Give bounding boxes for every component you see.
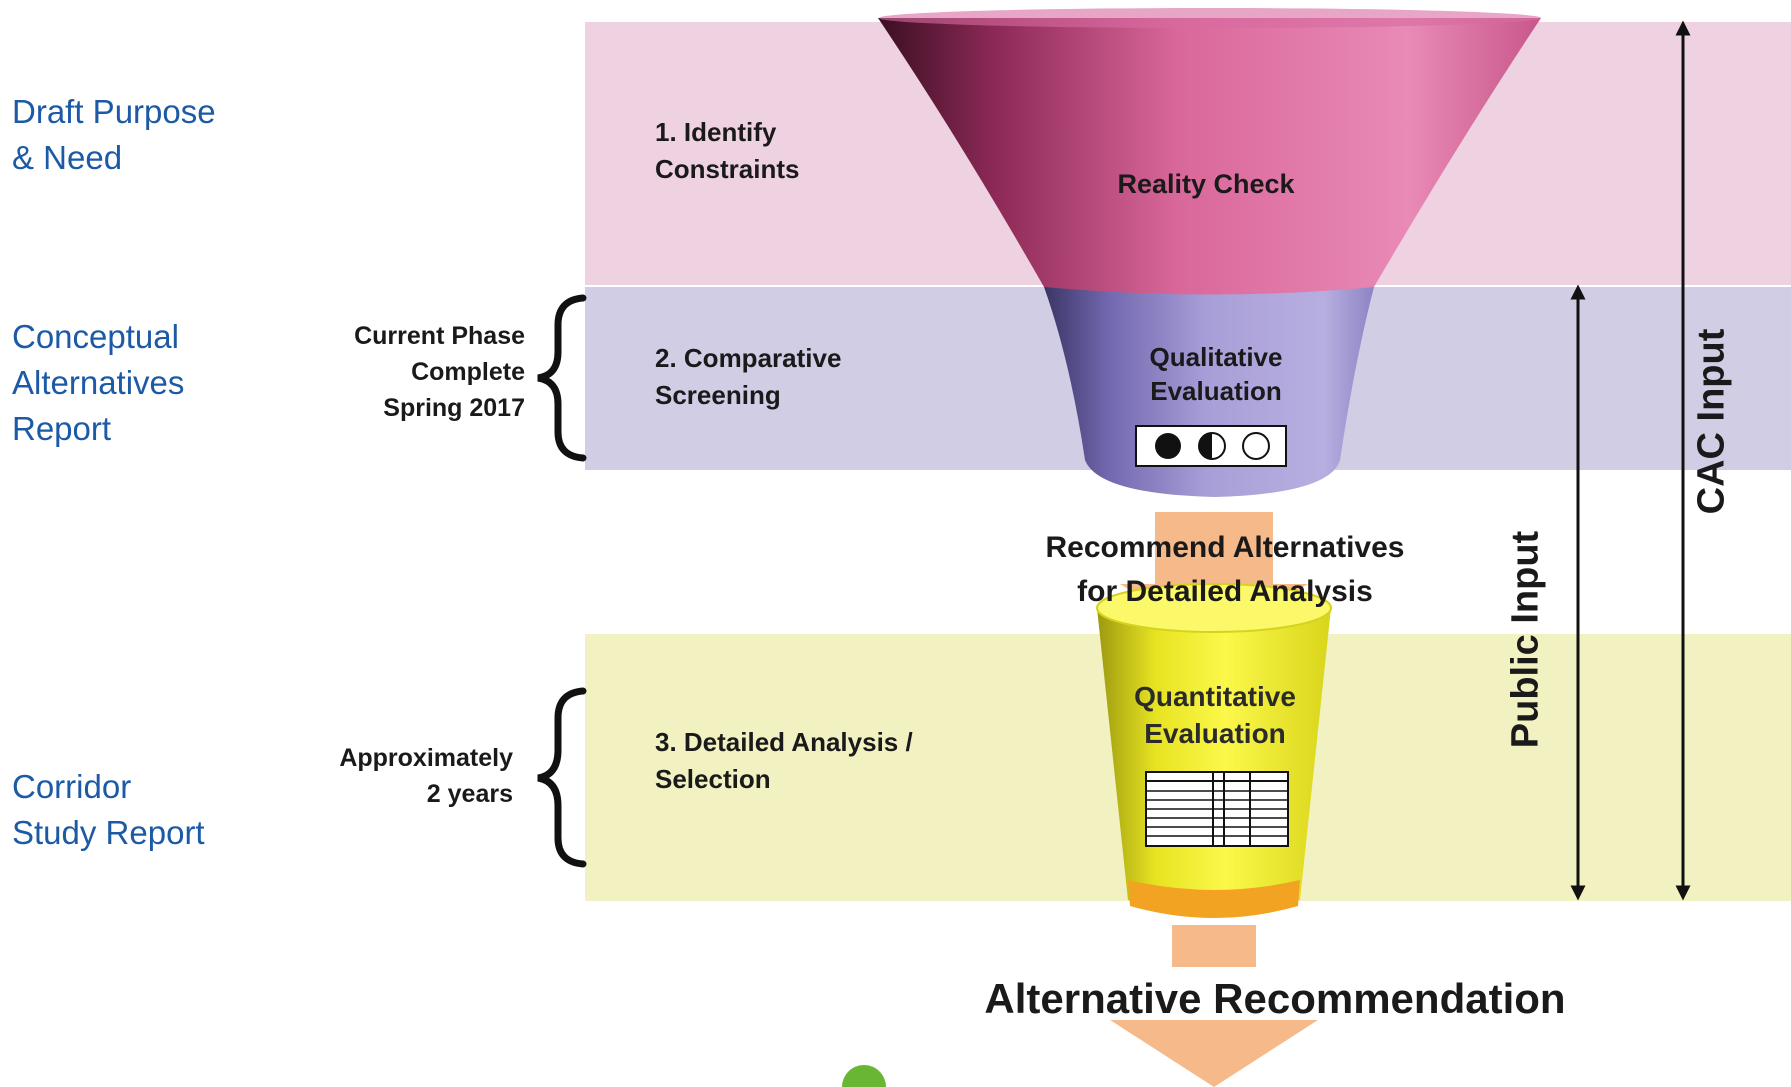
recommendation-arrow (1110, 925, 1318, 1087)
reality-check-label: Reality Check (1117, 169, 1295, 199)
cac-input-label: CAC Input (1690, 328, 1733, 515)
current-phase-brace (537, 294, 587, 462)
current-phase-note: Current Phase Complete Spring 2017 (354, 322, 525, 422)
approximately-brace (537, 687, 587, 868)
step-detailed-analysis: 3. Detailed Analysis / Selection (655, 727, 913, 794)
qualitative-evaluation-label: Qualitative Evaluation (1149, 342, 1283, 406)
table-icon (1145, 771, 1289, 847)
step-identify-constraints: 1. Identify Constraints (655, 117, 800, 184)
step-comparative-screening: 2. Comparative Screening (655, 343, 842, 410)
rating-circles (1135, 425, 1287, 467)
duration-note: Approximately 2 years (339, 744, 513, 808)
quantitative-evaluation-label: Quantitative Evaluation (1134, 681, 1296, 749)
draft-purpose-need-label: Draft Purpose & Need (12, 93, 216, 176)
green-circle-partial (842, 1065, 886, 1087)
recommend-alternatives-label: Recommend Alternatives for Detailed Anal… (1045, 531, 1405, 608)
public-input-label: Public Input (1504, 530, 1547, 749)
corridor-study-report-label: Corridor Study Report (12, 768, 205, 851)
funnel-upper (878, 18, 1541, 295)
conceptual-alternatives-report-label: Conceptual Alternatives Report (12, 318, 185, 447)
alternative-recommendation-label: Alternative Recommendation (984, 975, 1566, 1022)
funnel-lower (1044, 287, 1374, 497)
